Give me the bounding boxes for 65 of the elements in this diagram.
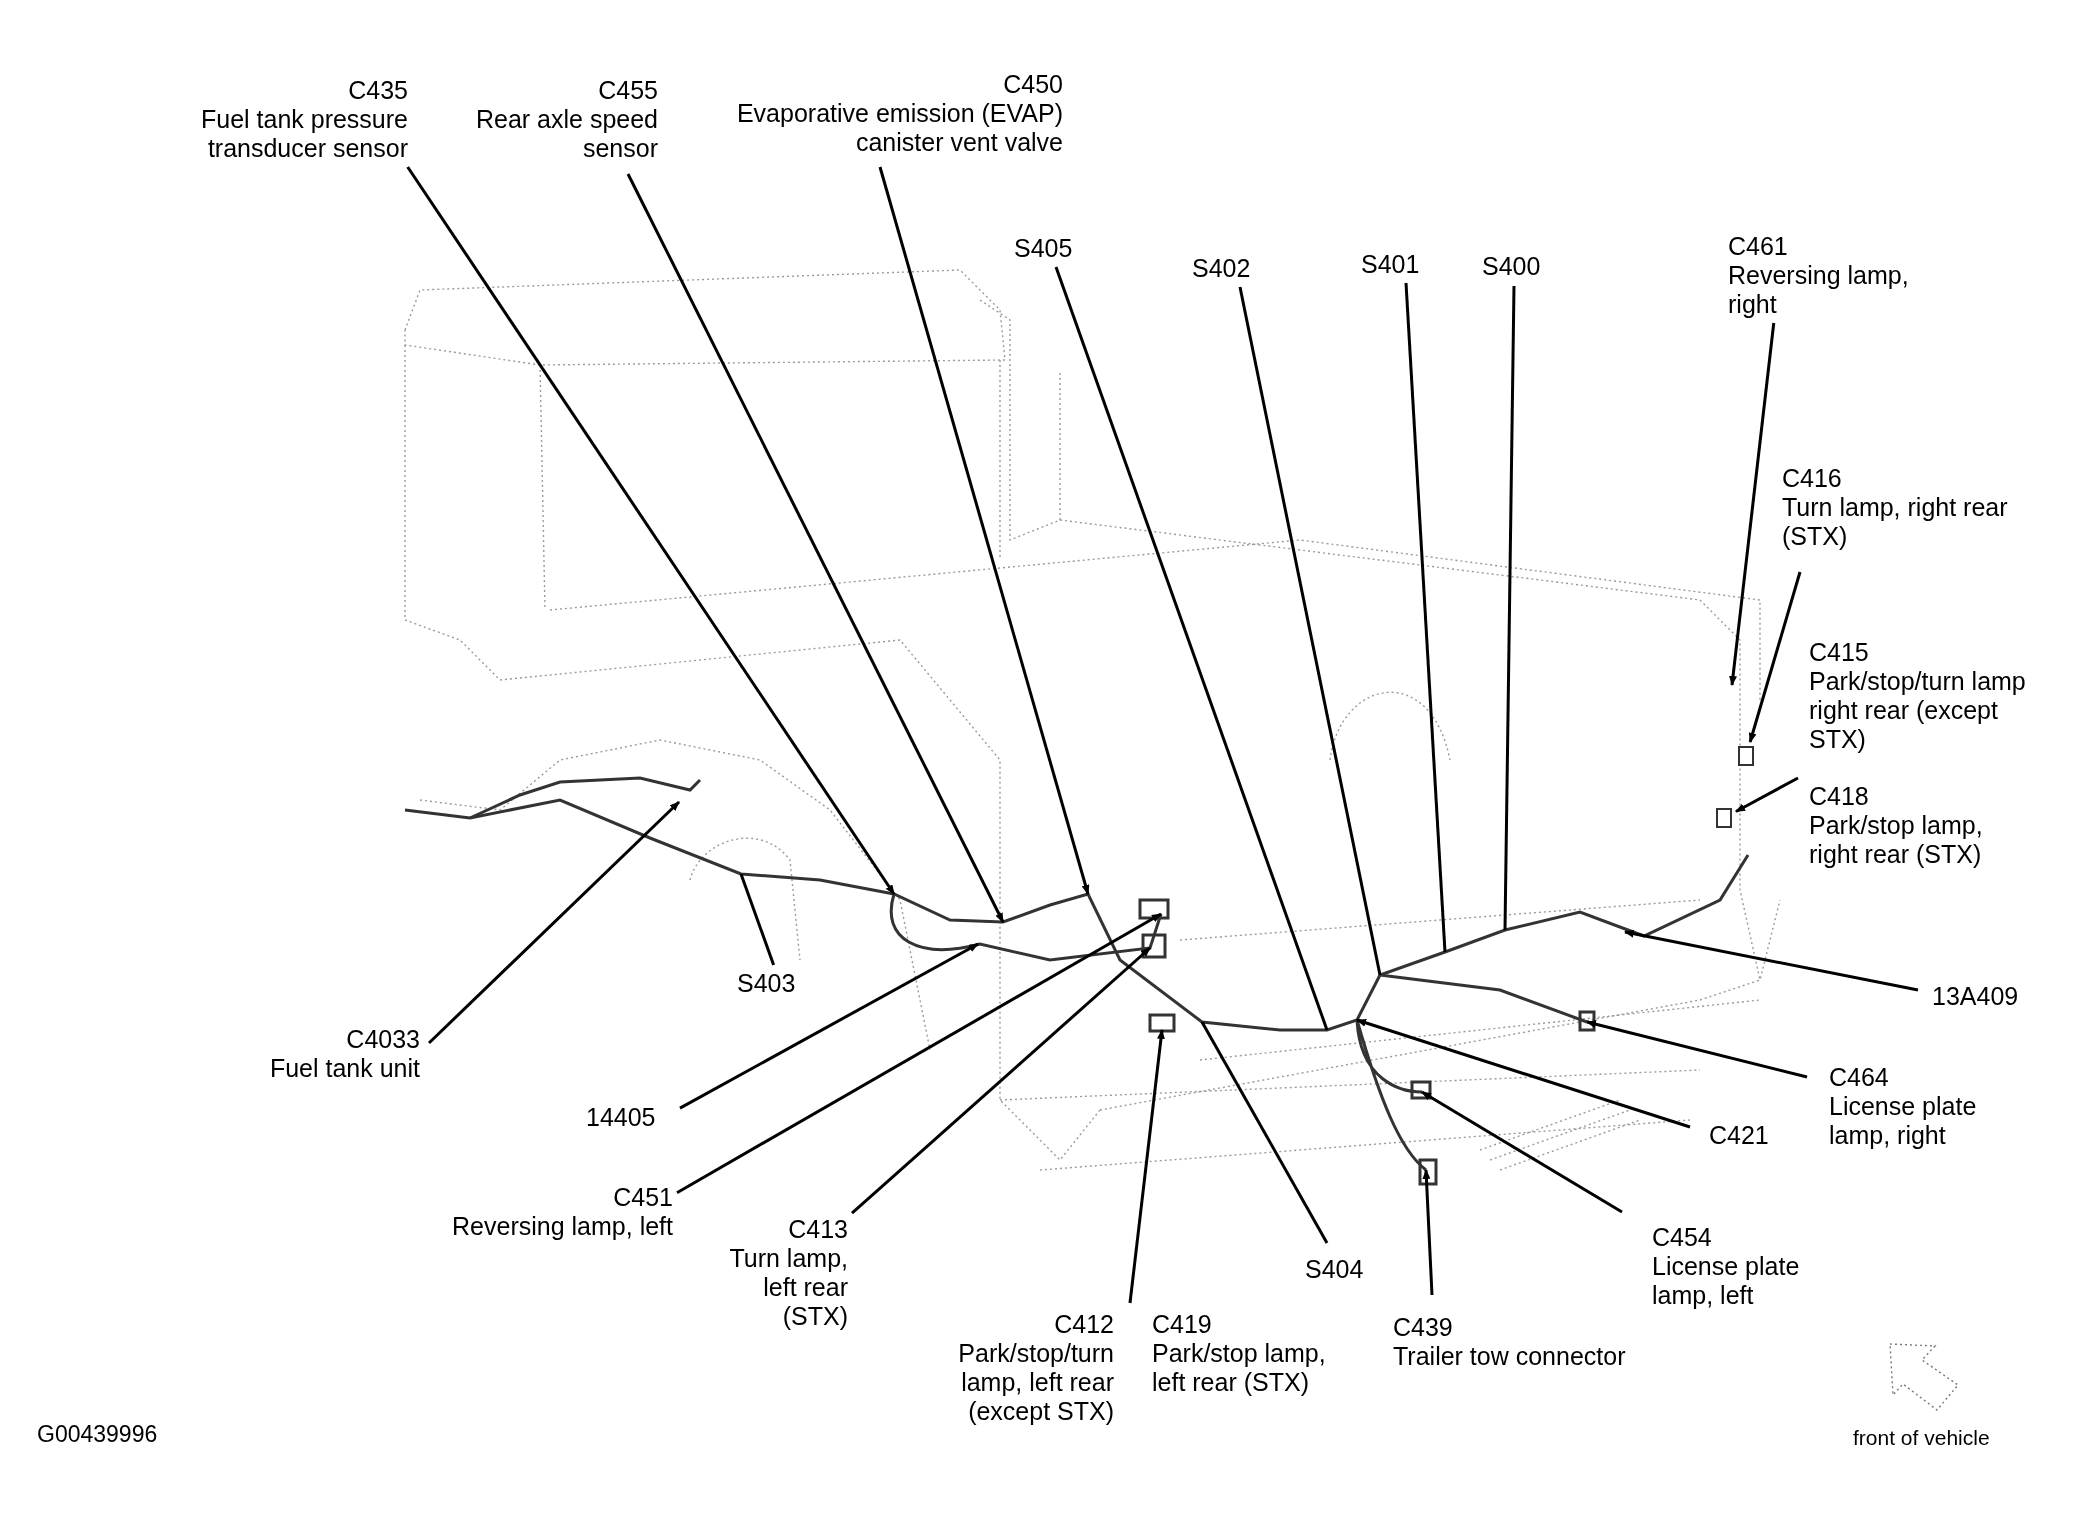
callout-code: C415 — [1809, 638, 1869, 667]
leader-arrow — [1422, 1169, 1434, 1296]
leader-arrow — [626, 173, 1005, 923]
leader-arrow — [1356, 1018, 1691, 1129]
callout-code: S401 — [1361, 250, 1420, 279]
callout-code: C412 — [1054, 1310, 1114, 1339]
leader-line — [1054, 266, 1329, 1031]
leader-arrow — [1128, 1029, 1165, 1304]
callout-code: C416 — [1782, 464, 1842, 493]
callout-code: C464 — [1829, 1063, 1889, 1092]
leader-arrow — [679, 942, 979, 1110]
callout-code: C461 — [1728, 232, 1788, 261]
callout-code: S402 — [1192, 254, 1251, 283]
leader-arrow — [427, 800, 681, 1045]
callout-code: S404 — [1305, 1255, 1364, 1284]
callout-description: Trailer tow connector — [1393, 1342, 1626, 1371]
callout-code: C439 — [1393, 1313, 1453, 1342]
leader-line — [1404, 282, 1447, 953]
callout-code: S403 — [737, 969, 796, 998]
leader-arrow — [1421, 1090, 1623, 1214]
callout-description: Fuel tank pressure transducer sensor — [199, 105, 408, 163]
leader-arrow — [676, 912, 1162, 1194]
leader-line — [1200, 1021, 1329, 1244]
leader-arrow — [878, 166, 1090, 895]
callout-code: C454 — [1652, 1223, 1712, 1252]
callout-description: License plate lamp, left — [1652, 1252, 1801, 1310]
callout-description: Turn lamp, right rear (STX) — [1782, 493, 2009, 551]
callout-code: 14405 — [586, 1103, 656, 1132]
callout-description: Evaporative emission (EVAP) canister vent valve — [735, 99, 1063, 157]
connector-symbol — [1716, 808, 1732, 828]
leader-line — [1238, 286, 1382, 976]
callout-code: S400 — [1482, 252, 1541, 281]
callout-description: Rear axle speed sensor — [474, 105, 658, 163]
callout-description: Reversing lamp, left — [452, 1212, 673, 1241]
callout-code: C419 — [1152, 1310, 1212, 1339]
leader-arrow — [851, 946, 1151, 1215]
leader-line — [739, 873, 776, 966]
leader-arrow — [1729, 322, 1776, 686]
callout-code: S405 — [1014, 234, 1073, 263]
callout-description: Fuel tank unit — [269, 1054, 420, 1083]
callout-description: Park/stop lamp, left rear (STX) — [1152, 1339, 1327, 1397]
callout-description: Park/stop lamp, right rear (STX) — [1809, 811, 1984, 869]
direction-caption: front of vehicle — [1853, 1425, 1990, 1451]
callout-code: C451 — [613, 1183, 673, 1212]
callout-code: C413 — [788, 1215, 848, 1244]
connector-symbol — [1738, 746, 1754, 766]
callout-code: C435 — [348, 76, 408, 105]
callout-description: Turn lamp, left rear (STX) — [728, 1244, 848, 1331]
figure-number: G00439996 — [37, 1420, 158, 1449]
leader-arrow — [406, 166, 896, 895]
callout-description: License plate lamp, right — [1829, 1092, 1978, 1150]
leader-arrow — [1735, 776, 1799, 813]
leader-arrow — [1586, 1020, 1808, 1079]
callout-code: C4033 — [346, 1025, 420, 1054]
callout-code: C421 — [1709, 1121, 1769, 1150]
callout-description: Park/stop/turn lamp right rear (except STX) — [1809, 667, 2027, 754]
callout-code: C450 — [1003, 70, 1063, 99]
callout-description: Park/stop/turn lamp, left rear (except STX) — [957, 1339, 1114, 1426]
leader-line — [1503, 286, 1516, 930]
callout-code: 13A409 — [1932, 982, 2019, 1011]
leader-arrow — [1748, 571, 1802, 743]
callout-description: Reversing lamp, right — [1728, 261, 1910, 319]
callout-code: C455 — [598, 76, 658, 105]
callout-code: C418 — [1809, 782, 1869, 811]
leader-arrow — [1624, 929, 1919, 992]
